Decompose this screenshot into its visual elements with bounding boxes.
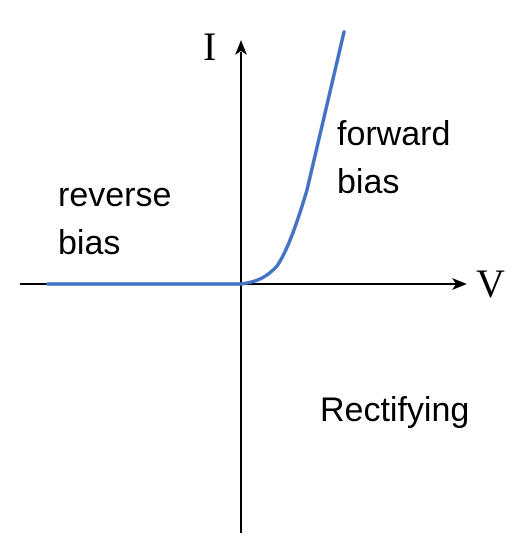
iv-characteristic-curve	[46, 30, 346, 286]
y-axis-label: I	[203, 24, 216, 69]
forward-bias-label-line2: bias	[337, 163, 399, 201]
x-axis-label: V	[476, 261, 505, 306]
reverse-bias-label-line1: reverse	[58, 176, 171, 214]
rectifying-label: Rectifying	[320, 391, 469, 429]
y-axis-arrow-icon	[235, 40, 247, 55]
x-axis-arrow-icon	[452, 278, 467, 290]
reverse-bias-label-line2: bias	[58, 224, 120, 262]
forward-bias-label-line1: forward	[337, 115, 450, 153]
